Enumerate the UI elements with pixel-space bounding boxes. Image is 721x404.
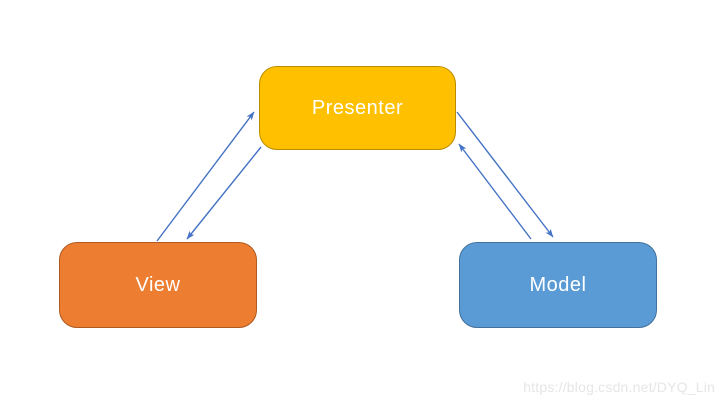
arrow-model-to-presenter — [458, 143, 532, 240]
node-presenter-label: Presenter — [311, 96, 404, 119]
watermark: https://blog.csdn.net/DYQ_Lin — [523, 379, 715, 395]
node-model-label: Model — [529, 273, 587, 296]
node-view-label: View — [135, 273, 181, 296]
node-view: View — [59, 242, 257, 328]
arrow-presenter-to-model — [456, 111, 554, 238]
arrow-presenter-to-view — [186, 146, 262, 240]
node-model: Model — [459, 242, 657, 328]
arrow-view-to-presenter — [156, 111, 255, 242]
node-presenter: Presenter — [259, 66, 456, 150]
